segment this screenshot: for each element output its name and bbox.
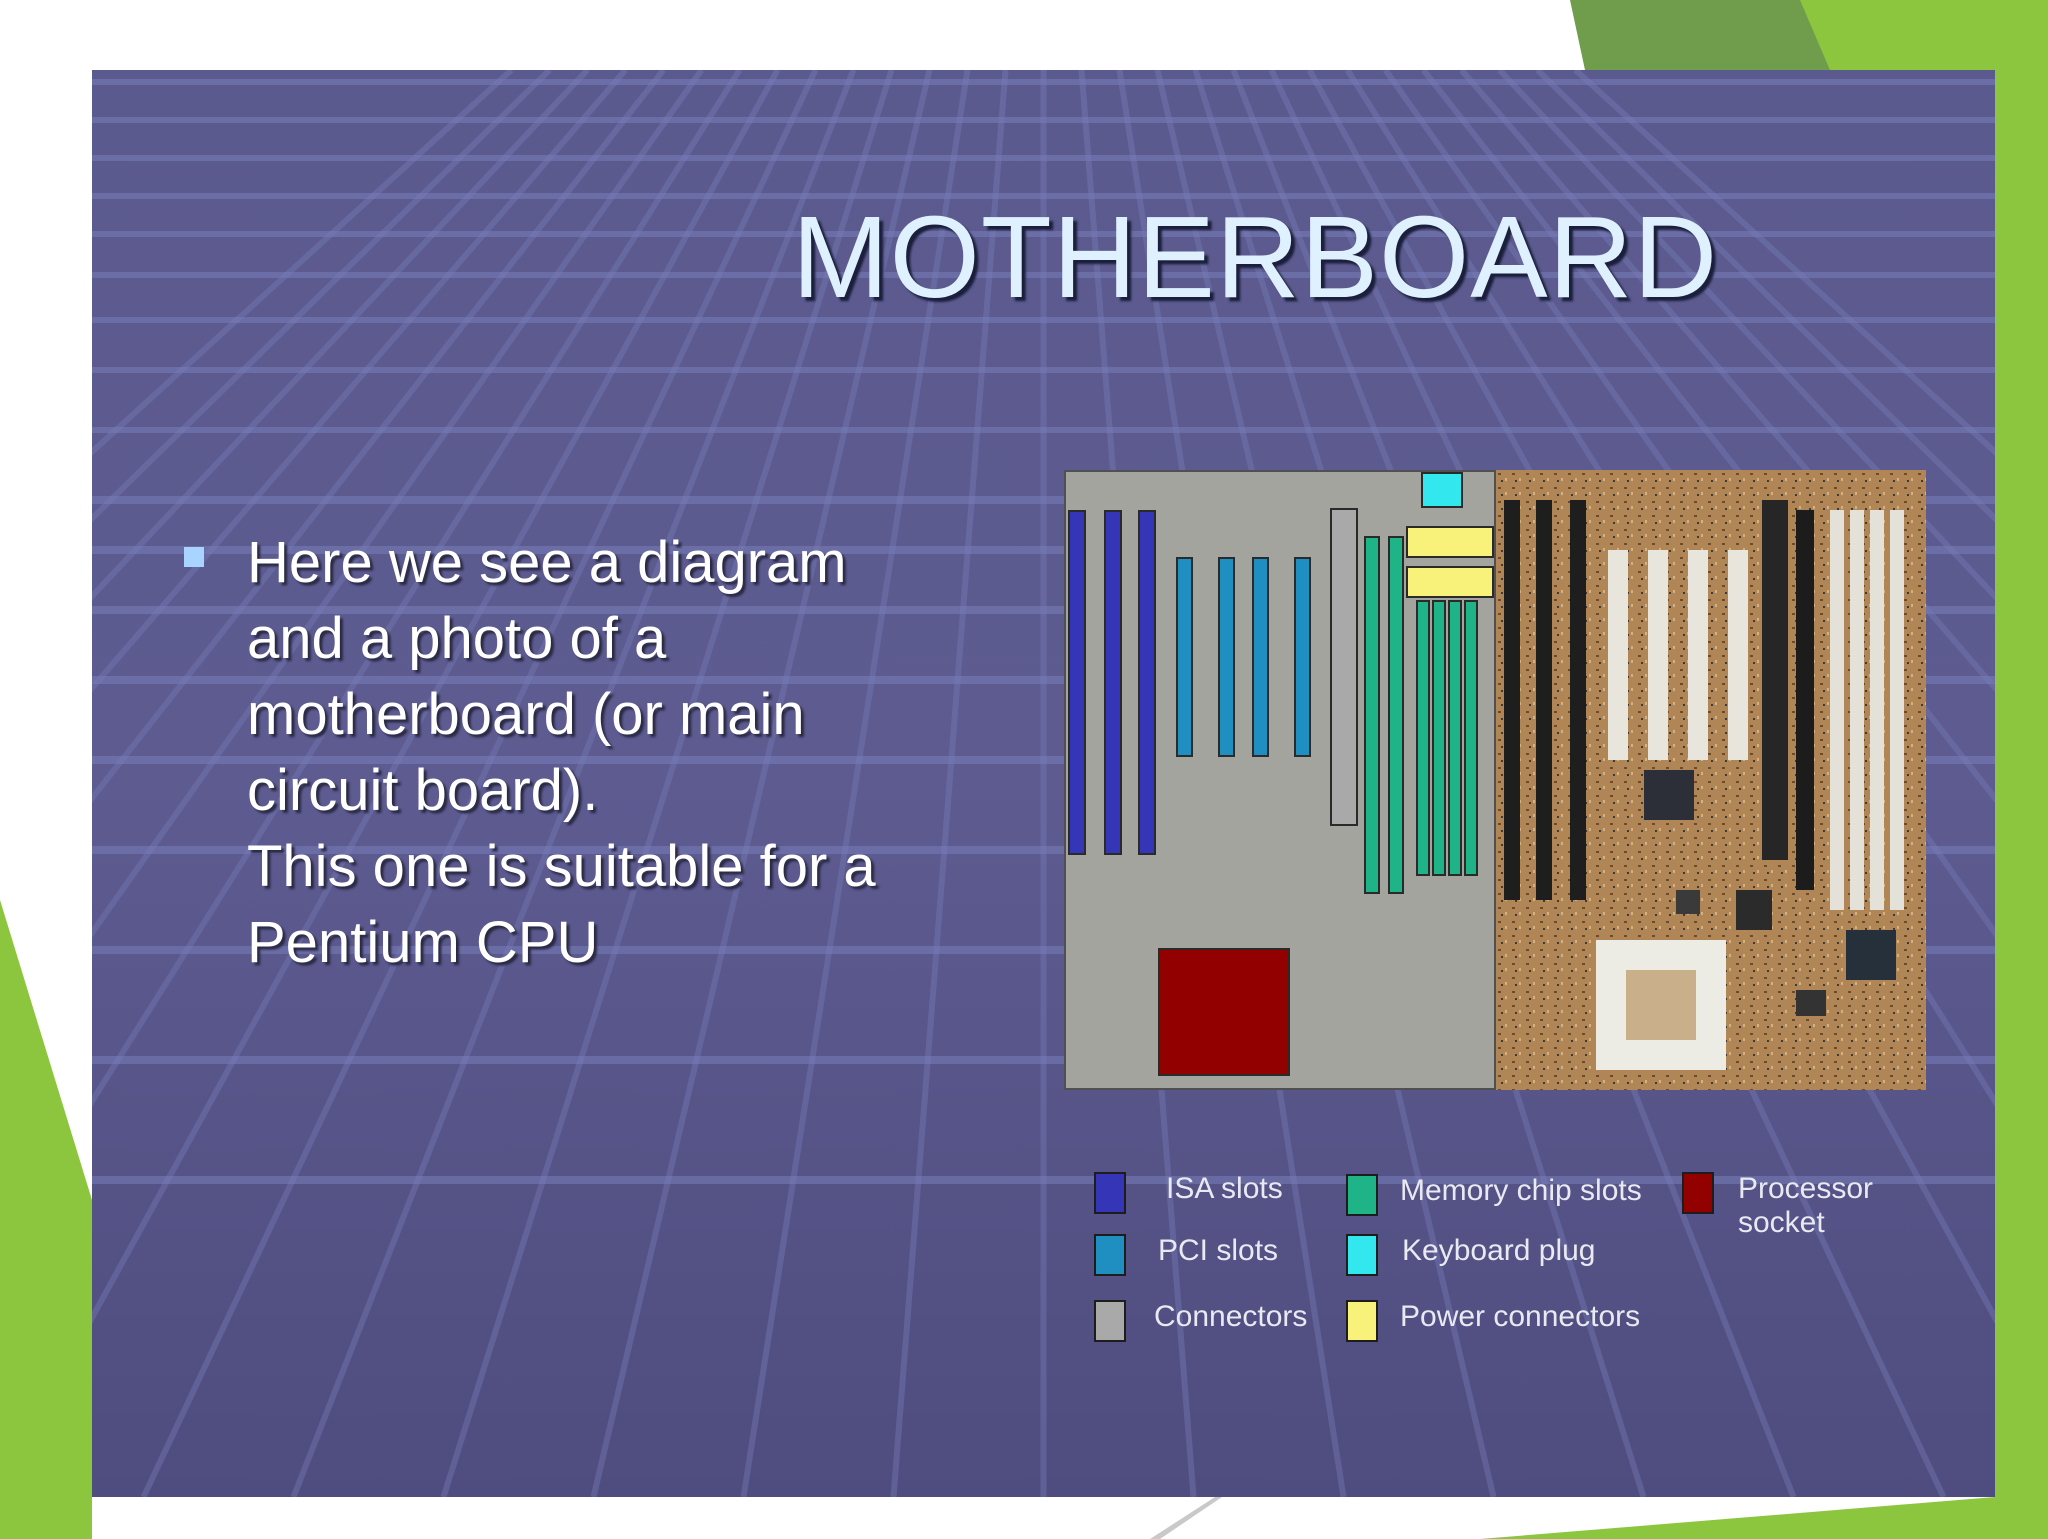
bullet-line: Pentium CPU	[247, 905, 1067, 981]
motherboard-photo	[1496, 470, 1926, 1090]
legend-memory-chip-slots: Memory chip slots	[1346, 1174, 1642, 1216]
legend-power-connectors: Power connectors	[1346, 1300, 1640, 1342]
legend-swatch	[1346, 1300, 1378, 1342]
bullet-icon	[184, 547, 204, 567]
power-connector	[1406, 566, 1494, 598]
power-connector	[1406, 526, 1494, 558]
legend-label-line: socket	[1738, 1206, 1873, 1240]
pci-slot	[1252, 557, 1269, 757]
processor-socket	[1158, 948, 1290, 1076]
isa-slot	[1068, 510, 1086, 855]
legend-label: Keyboard plug	[1402, 1234, 1595, 1268]
bullet-text: Here we see a diagram and a photo of a m…	[247, 525, 1067, 981]
connector	[1330, 508, 1358, 826]
bullet-line: and a photo of a	[247, 601, 1067, 677]
pci-slot	[1294, 557, 1311, 757]
bullet-line: circuit board).	[247, 753, 1067, 829]
legend-label-line: Processor	[1738, 1172, 1873, 1206]
legend-label: ISA slots	[1166, 1172, 1283, 1206]
slide-canvas: MOTHERBOARD Here we see a diagram and a …	[92, 70, 1995, 1497]
legend-label: Memory chip slots	[1400, 1174, 1642, 1208]
bullet-line: motherboard (or main	[247, 677, 1067, 753]
legend-keyboard-plug: Keyboard plug	[1346, 1234, 1595, 1276]
legend-isa-slots: ISA slots	[1094, 1172, 1283, 1214]
memory-slot	[1464, 600, 1478, 876]
keyboard-plug	[1421, 472, 1463, 508]
isa-slot	[1104, 510, 1122, 855]
pci-slot	[1218, 557, 1235, 757]
pci-slot	[1176, 557, 1193, 757]
legend-processor-socket: Processor socket	[1682, 1172, 1873, 1240]
legend-swatch	[1094, 1234, 1126, 1276]
memory-slot	[1388, 536, 1404, 894]
legend-label: Processor socket	[1738, 1172, 1873, 1240]
legend-swatch	[1346, 1174, 1378, 1216]
bullet-line: This one is suitable for a	[247, 829, 1067, 905]
memory-slot	[1448, 600, 1462, 876]
isa-slot	[1138, 510, 1156, 855]
legend-swatch	[1094, 1172, 1126, 1214]
legend-swatch	[1346, 1234, 1378, 1276]
legend-label: Connectors	[1154, 1300, 1307, 1334]
memory-slot	[1432, 600, 1446, 876]
legend-swatch	[1682, 1172, 1714, 1214]
motherboard-diagram	[1064, 470, 1496, 1090]
legend-label: PCI slots	[1158, 1234, 1278, 1268]
memory-slot	[1416, 600, 1430, 876]
slide-title: MOTHERBOARD	[792, 190, 1892, 324]
legend-connectors: Connectors	[1094, 1300, 1307, 1342]
memory-slot	[1364, 536, 1380, 894]
legend-label: Power connectors	[1400, 1300, 1640, 1334]
bullet-line: Here we see a diagram	[247, 525, 1067, 601]
motherboard-figure: ISA slots PCI slots Connectors Memory ch…	[1064, 470, 1926, 1360]
legend-swatch	[1094, 1300, 1126, 1342]
legend-pci-slots: PCI slots	[1094, 1234, 1278, 1276]
